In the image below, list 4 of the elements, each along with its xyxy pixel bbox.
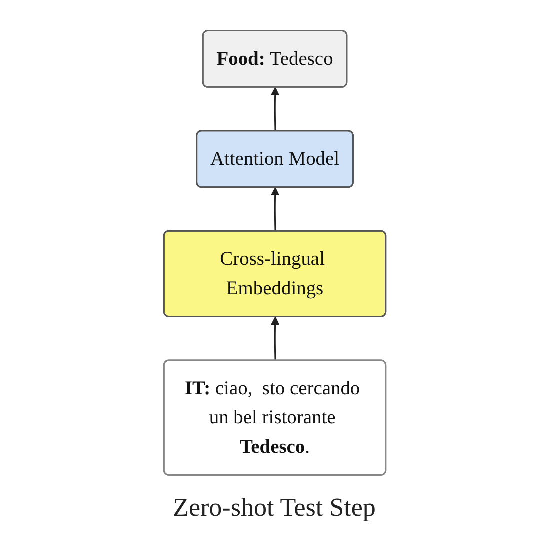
arrow — [270, 87, 280, 132]
caption: Zero-shot Test Step — [173, 493, 376, 523]
arrow — [270, 187, 280, 232]
arrow — [270, 316, 280, 361]
